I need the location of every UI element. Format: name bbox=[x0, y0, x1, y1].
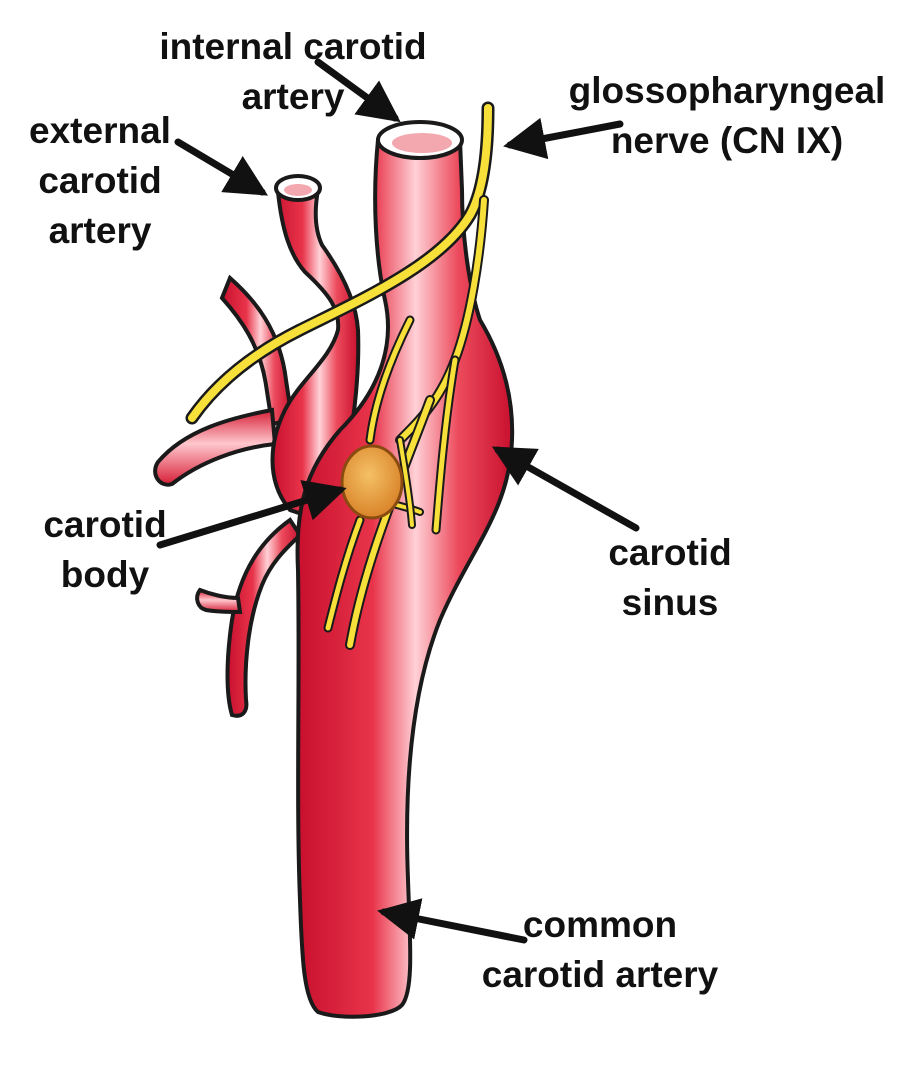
common-carotid-label: common carotid artery bbox=[481, 904, 719, 995]
common-carotid-arrow bbox=[377, 898, 528, 944]
glossopharyngeal-label: glossopharyngeal nerve (CN IX) bbox=[568, 70, 886, 161]
facial-branch-vessel bbox=[153, 407, 278, 487]
carotid-body-arrow bbox=[156, 480, 347, 549]
internal-carotid-arrow bbox=[314, 58, 401, 123]
small-side-branch-vessel bbox=[195, 587, 243, 615]
carotid-body-shape bbox=[340, 444, 404, 520]
carotid-sinus-arrow bbox=[491, 446, 640, 532]
glossopharyngeal-arrow bbox=[503, 117, 624, 160]
carotid-sinus-label: carotid sinus bbox=[608, 532, 732, 623]
external-carotid-arrow bbox=[174, 138, 269, 196]
internal-carotid-lumen bbox=[392, 133, 452, 153]
glossopharyngeal-nerve bbox=[185, 101, 495, 650]
pointer-arrows bbox=[156, 58, 640, 944]
carotid-body-label: carotid body bbox=[43, 504, 167, 595]
lower-branch-vessel bbox=[225, 517, 303, 718]
internal-carotid-label: internal carotid artery bbox=[159, 26, 427, 117]
external-carotid-label: external carotid artery bbox=[29, 110, 171, 251]
external-carotid-lumen bbox=[284, 184, 312, 196]
